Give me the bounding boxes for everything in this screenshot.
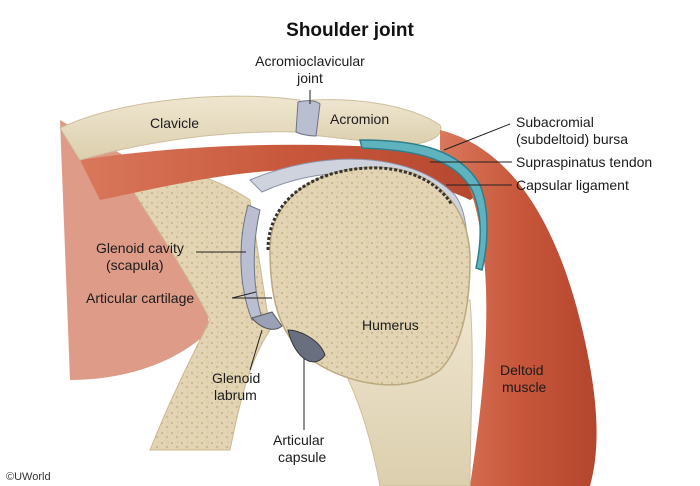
- leader-bursa: [443, 123, 511, 151]
- label-articular-capsule-2: capsule: [278, 449, 326, 465]
- label-deltoid-2: muscle: [502, 379, 547, 395]
- label-glenoid-cavity-2: (scapula): [106, 257, 164, 273]
- leader-glenoid-labrum: [249, 329, 263, 371]
- label-bursa-1: Subacromial: [516, 114, 594, 130]
- diagram-title: Shoulder joint: [286, 20, 414, 41]
- label-deltoid-1: Deltoid: [500, 362, 544, 378]
- scapula: [119, 166, 271, 451]
- label-glenoid-labrum-1: Glenoid: [212, 370, 260, 386]
- label-supraspinatus: Supraspinatus tendon: [516, 154, 652, 170]
- label-articular-capsule-1: Articular: [273, 432, 325, 448]
- glenoid-labrum: [251, 311, 283, 330]
- label-humerus: Humerus: [362, 317, 419, 333]
- copyright-notice: ©UWorld: [6, 471, 51, 483]
- label-glenoid-cavity-1: Glenoid cavity: [96, 240, 184, 256]
- ac-joint: [295, 100, 321, 137]
- label-acromioclavicular-1: Acromioclavicular: [255, 53, 365, 69]
- label-clavicle: Clavicle: [150, 115, 199, 131]
- leader-articular-cartilage-a: [231, 291, 257, 299]
- label-acromioclavicular-2: joint: [296, 70, 323, 86]
- label-acromion: Acromion: [330, 111, 389, 127]
- label-bursa-2: (subdeltoid) bursa: [516, 131, 628, 147]
- label-glenoid-labrum-2: labrum: [214, 387, 257, 403]
- articular-cartilage-line: [266, 166, 454, 251]
- label-articular-cartilage: Articular cartilage: [86, 290, 194, 306]
- label-capsular-ligament: Capsular ligament: [516, 177, 629, 193]
- supraspinatus-muscle: [80, 144, 500, 200]
- subacromial-bursa: [359, 139, 488, 271]
- capsule-pouch: [287, 329, 326, 363]
